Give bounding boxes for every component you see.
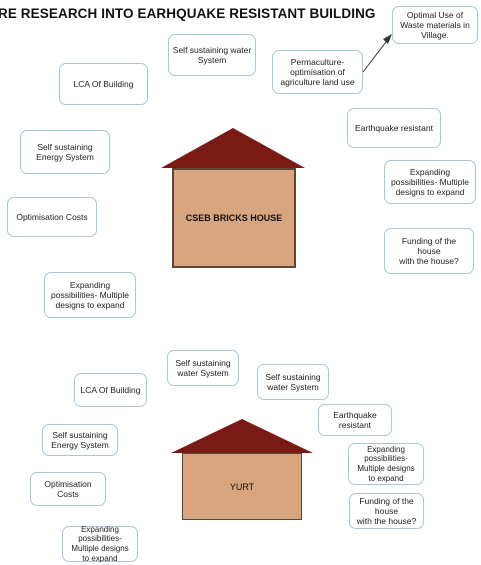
box-funding: Funding of the house with the house? — [384, 228, 474, 274]
yurt-roof — [171, 419, 313, 453]
box-water-system-2a: Self sustaining water System — [167, 350, 239, 386]
yurt-label: YURT — [229, 481, 255, 492]
box-water-system: Self sustaining water System — [168, 34, 256, 76]
box-optimisation-costs-2: Optimisation Costs — [30, 472, 106, 506]
house-cseb: CSEB BRICKS HOUSE — [172, 168, 296, 268]
box-expanding-left-2: Expanding possibilities- Multiple design… — [62, 525, 138, 563]
box-energy-system-2: Self sustaining Energy System — [42, 424, 118, 456]
box-water-system-2b: Self sustaining water System — [257, 364, 329, 400]
box-expanding-left: Expanding possibilities- Multiple design… — [44, 272, 136, 318]
box-optimisation-costs: Optimisation Costs — [7, 197, 97, 237]
box-lca: LCA Of Building — [59, 63, 148, 105]
box-funding-2: Funding of the house with the house? — [349, 493, 424, 529]
box-permaculture: Permaculture- optimisation of agricultur… — [272, 50, 363, 94]
house-yurt: YURT — [182, 453, 302, 520]
box-waste-materials: Optimal Use of Waste materials in Villag… — [392, 6, 478, 44]
box-expanding-right-2: Expanding possibilities- Multiple design… — [348, 443, 424, 485]
box-energy-system: Self sustaining Energy System — [20, 130, 110, 174]
box-expanding-right: Expanding possibilities- Multiple design… — [384, 160, 476, 204]
box-earthquake-resistant: Earthquake resistant — [347, 108, 441, 148]
box-lca-2: LCA Of Building — [74, 373, 147, 407]
box-earthquake-resistant-2: Earthquake resistant — [318, 404, 392, 436]
house-label: CSEB BRICKS HOUSE — [185, 213, 283, 223]
house-roof — [161, 128, 305, 168]
page-title: RE RESEARCH INTO EARHQUAKE RESISTANT BUI… — [0, 6, 376, 21]
